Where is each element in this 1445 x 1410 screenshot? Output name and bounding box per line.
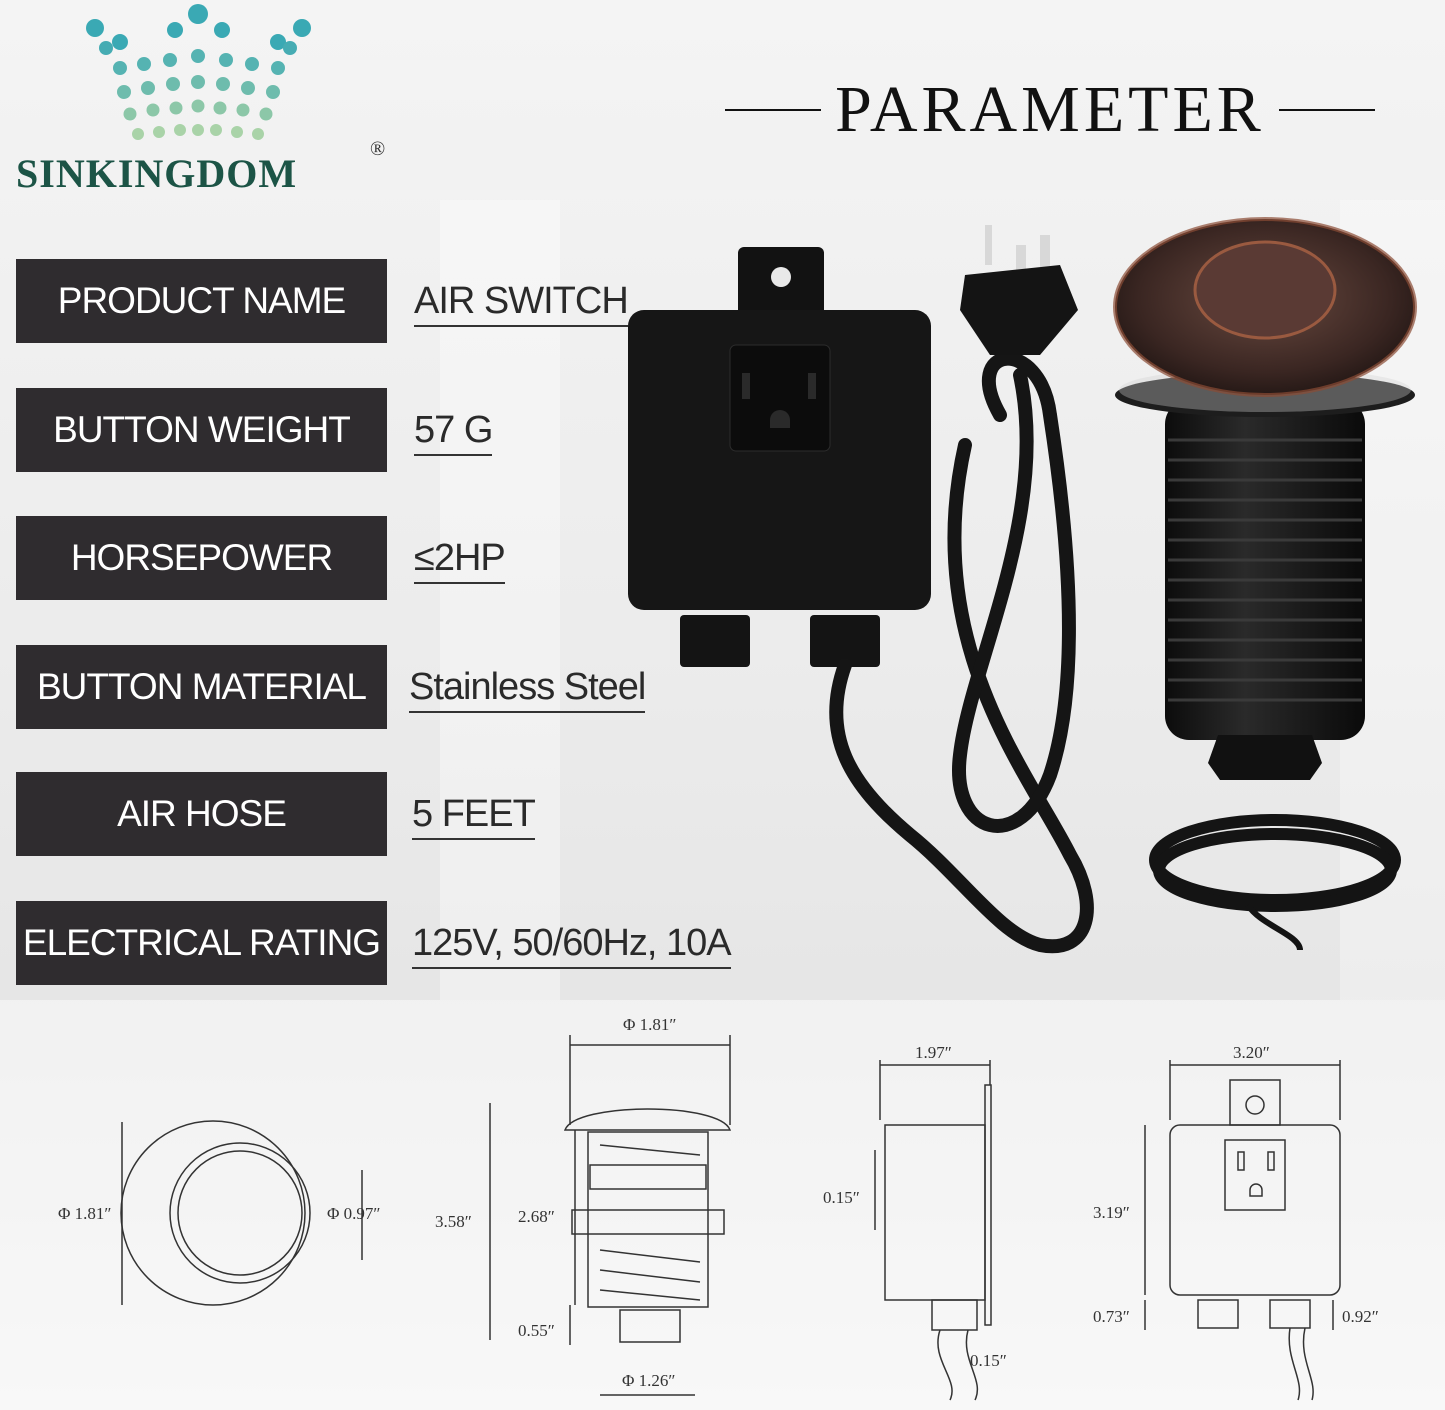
plug-icon xyxy=(960,225,1078,355)
dim-top-inner: Φ 0.97″ xyxy=(327,1204,381,1223)
spec-value: 5 FEET xyxy=(412,792,536,840)
spec-row-electrical-rating: ELECTRICAL RATING 125V, 50/60Hz, 10A xyxy=(16,901,776,987)
title-rule-right xyxy=(1278,109,1375,111)
dim-front-right: 0.92″ xyxy=(1342,1307,1379,1326)
spec-value: 57 G xyxy=(414,408,493,456)
registered-mark: ® xyxy=(370,138,386,160)
dim-front-left: 0.73″ xyxy=(1093,1307,1130,1326)
spec-row-horsepower: HORSEPOWER ≤2HP xyxy=(16,516,776,602)
spec-label: BUTTON WEIGHT xyxy=(16,388,387,472)
spec-label: HORSEPOWER xyxy=(16,516,387,600)
control-box-icon xyxy=(628,247,931,667)
dim-side-top: Φ 1.81″ xyxy=(623,1015,677,1034)
dim-side-total: 3.58″ xyxy=(435,1212,472,1231)
power-cord-icon xyxy=(829,351,1094,954)
spec-label: PRODUCT NAME xyxy=(16,259,387,343)
spec-value: Stainless Steel xyxy=(409,665,646,713)
spec-label: BUTTON MATERIAL xyxy=(16,645,387,729)
air-button-icon xyxy=(1113,217,1417,780)
dim-top-outer: Φ 1.81″ xyxy=(58,1204,112,1223)
spec-row-button-material: BUTTON MATERIAL Stainless Steel xyxy=(16,645,776,731)
air-hose-icon xyxy=(1149,814,1401,951)
spec-row-product-name: PRODUCT NAME AIR SWITCH xyxy=(16,259,776,345)
dimension-drawings: Φ 1.81″ Φ 0.97″ Φ 1.81″ 3.58″ 2.68″ 0.55… xyxy=(58,1015,1379,1401)
crown-logo-icon xyxy=(86,4,311,140)
spec-row-air-hose: AIR HOSE 5 FEET xyxy=(16,772,776,858)
title-text: PARAMETER xyxy=(835,73,1265,146)
dim-box-bottom-tab: 0.15″ xyxy=(970,1351,1007,1370)
spec-label: ELECTRICAL RATING xyxy=(16,901,387,985)
dim-side-thread: 2.68″ xyxy=(518,1207,555,1226)
spec-label: AIR HOSE xyxy=(16,772,387,856)
dim-front-width: 3.20″ xyxy=(1233,1043,1270,1062)
spec-row-button-weight: BUTTON WEIGHT 57 G xyxy=(16,388,776,474)
spec-value: 125V, 50/60Hz, 10A xyxy=(412,921,732,969)
spec-value: ≤2HP xyxy=(414,536,506,584)
dim-side-base-diameter: Φ 1.26″ xyxy=(622,1371,676,1390)
product-photo xyxy=(628,217,1417,954)
dim-front-height: 3.19″ xyxy=(1093,1203,1130,1222)
page-title: PARAMETER xyxy=(720,70,1380,150)
dim-box-width: 1.97″ xyxy=(915,1043,952,1062)
dim-box-tab: 0.15″ xyxy=(823,1188,860,1207)
brand-name: SINKINGDOM xyxy=(16,151,298,196)
title-rule-left xyxy=(725,109,822,111)
spec-value: AIR SWITCH xyxy=(414,279,629,327)
dim-side-base: 0.55″ xyxy=(518,1321,555,1340)
